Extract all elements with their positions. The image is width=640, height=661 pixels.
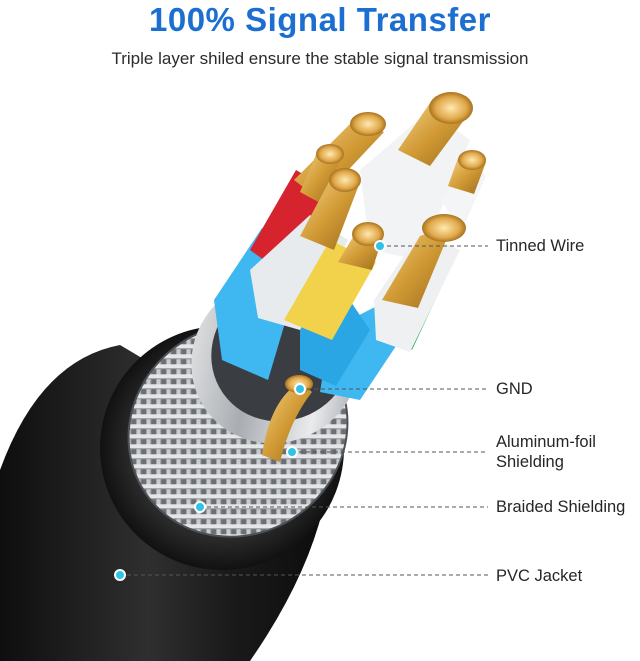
tinned-wire-marker: [374, 240, 386, 252]
gnd-marker: [294, 383, 306, 395]
braided-shielding-label: Braided Shielding: [496, 498, 626, 516]
aluminum-foil-label: Aluminum-foil Shielding: [496, 432, 596, 472]
aluminum-foil-marker: [286, 446, 298, 458]
aluminum-foil-label-line1: Aluminum-foil: [496, 433, 596, 451]
leader-lines: [120, 245, 488, 576]
aluminum-foil-label-line2: Shielding: [496, 453, 564, 471]
callout-markers: [114, 240, 386, 581]
cable-cross-section-illustration: [0, 92, 488, 661]
pvc-jacket-marker: [114, 569, 126, 581]
tinned-wire-conductors: [294, 92, 486, 308]
gnd-label: GND: [496, 380, 533, 398]
page-subtitle: Triple layer shiled ensure the stable si…: [111, 49, 529, 68]
page-title: 100% Signal Transfer: [149, 1, 491, 38]
braided-shielding-marker: [194, 501, 206, 513]
tinned-wire-label: Tinned Wire: [496, 237, 585, 255]
pvc-jacket-label: PVC Jacket: [496, 567, 583, 585]
